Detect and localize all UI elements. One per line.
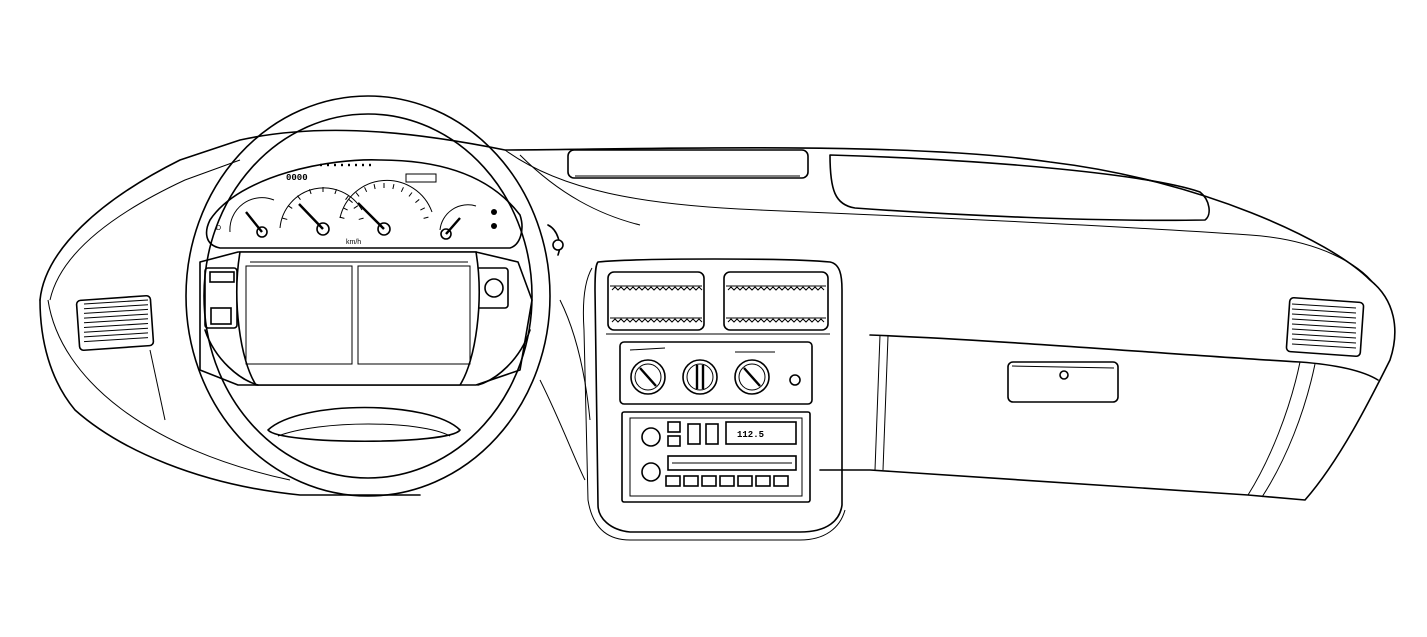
vent-louver: [1291, 328, 1357, 334]
dashboard-body: [39, 129, 1396, 501]
tune-down-button[interactable]: [705, 423, 719, 445]
defrost-vent: [567, 149, 809, 179]
recirculation-button[interactable]: [789, 374, 801, 386]
tune-knob[interactable]: [641, 462, 661, 482]
radio-preset-button[interactable]: [755, 475, 771, 487]
gear-indicator: D: [216, 225, 221, 232]
gauge-tick: [348, 199, 353, 204]
vent-louver: [1291, 343, 1357, 349]
gauge-tick: [373, 183, 376, 190]
radio-preset-button[interactable]: [773, 475, 789, 487]
vent-louver: [1291, 313, 1357, 319]
radio-unit: 112.5: [621, 411, 811, 503]
warning-lamp: [491, 223, 497, 229]
speedometer-unit: km/h: [346, 239, 361, 246]
instrument-cluster: km/h 0000 D: [205, 159, 523, 249]
gauge-tick: [353, 205, 359, 209]
temperature-gauge: [439, 204, 477, 240]
left-side-vent: [75, 294, 155, 352]
vent-louver: [83, 323, 149, 328]
vent-louver: [1291, 308, 1357, 314]
vent-louver: [1291, 318, 1357, 324]
steering-hub-airbag: [236, 251, 480, 386]
climate-control-panel: [619, 341, 813, 405]
gauge-tick: [297, 195, 301, 200]
gauge-tick: [415, 199, 420, 204]
vent-louver: [83, 318, 149, 324]
gauge-tick: [287, 205, 293, 209]
gauge-tick: [400, 187, 404, 193]
odometer-display: 0000: [286, 173, 308, 183]
headlamp-switch[interactable]: [210, 307, 232, 325]
vent-louver: [1291, 333, 1357, 339]
vent-louver: [1291, 323, 1357, 329]
fan-speed-knob[interactable]: [682, 359, 718, 395]
gauge-tick: [345, 195, 349, 200]
vent-vane-edge: [611, 318, 703, 323]
gauge-tick: [339, 216, 345, 219]
vent-louver: [83, 313, 149, 319]
gauge-tick: [408, 192, 413, 197]
trip-display: [405, 173, 437, 183]
gauge-tick: [355, 192, 360, 197]
vent-louver: [83, 332, 149, 338]
gauge-tick: [309, 189, 312, 195]
passenger-airbag-panel: [829, 154, 1210, 222]
vent-vane-edge: [727, 318, 825, 323]
vent-louver: [83, 308, 149, 314]
cruise-control-stalk[interactable]: [552, 239, 564, 251]
volume-knob[interactable]: [641, 427, 661, 447]
horn-pad-right[interactable]: [357, 265, 471, 365]
gauge-tick: [334, 189, 337, 195]
vent-louver: [1291, 338, 1357, 344]
gauge-tick: [423, 216, 429, 219]
vent-vane-edge: [611, 286, 703, 291]
radio-preset-button[interactable]: [737, 475, 753, 487]
gauge-tick: [420, 207, 426, 211]
right-switch-pod: [475, 267, 509, 309]
warning-lamp: [491, 209, 497, 215]
vent-louver: [83, 337, 149, 343]
tune-up-button[interactable]: [687, 423, 701, 445]
mode-knob[interactable]: [630, 359, 666, 395]
gauge-tick: [342, 207, 348, 211]
radio-preset-button[interactable]: [701, 475, 717, 487]
seek-button[interactable]: [667, 421, 681, 433]
steering-wheel[interactable]: [185, 95, 564, 497]
vent-louver: [1291, 303, 1357, 309]
center-vent-right: [723, 271, 829, 331]
gauge-tick: [358, 217, 364, 220]
radio-display: [725, 421, 797, 445]
vent-louver: [83, 299, 149, 305]
radio-preset-button[interactable]: [683, 475, 699, 487]
tachometer: [279, 187, 364, 236]
right-side-vent: [1285, 296, 1365, 358]
gauge-tick: [364, 187, 368, 193]
vent-louver: [83, 327, 149, 333]
vent-vane-edge: [727, 286, 825, 291]
gauge-tick: [282, 217, 288, 220]
temperature-knob[interactable]: [734, 359, 770, 395]
center-stack: [582, 258, 846, 541]
fuel-gauge: [229, 197, 275, 238]
scan-button[interactable]: [667, 435, 681, 447]
left-switch-pod: [204, 267, 238, 329]
glove-box-handle[interactable]: [1007, 361, 1119, 403]
center-vent-left: [607, 271, 705, 331]
speedometer: km/h: [339, 179, 433, 246]
radio-preset-button[interactable]: [719, 475, 735, 487]
horn-pad-left[interactable]: [245, 265, 353, 365]
wiper-control[interactable]: [484, 278, 504, 298]
radio-display-frequency: 112.5: [737, 430, 764, 440]
gauge-tick: [392, 183, 395, 190]
radio-preset-button[interactable]: [665, 475, 681, 487]
vent-louver: [83, 304, 149, 310]
